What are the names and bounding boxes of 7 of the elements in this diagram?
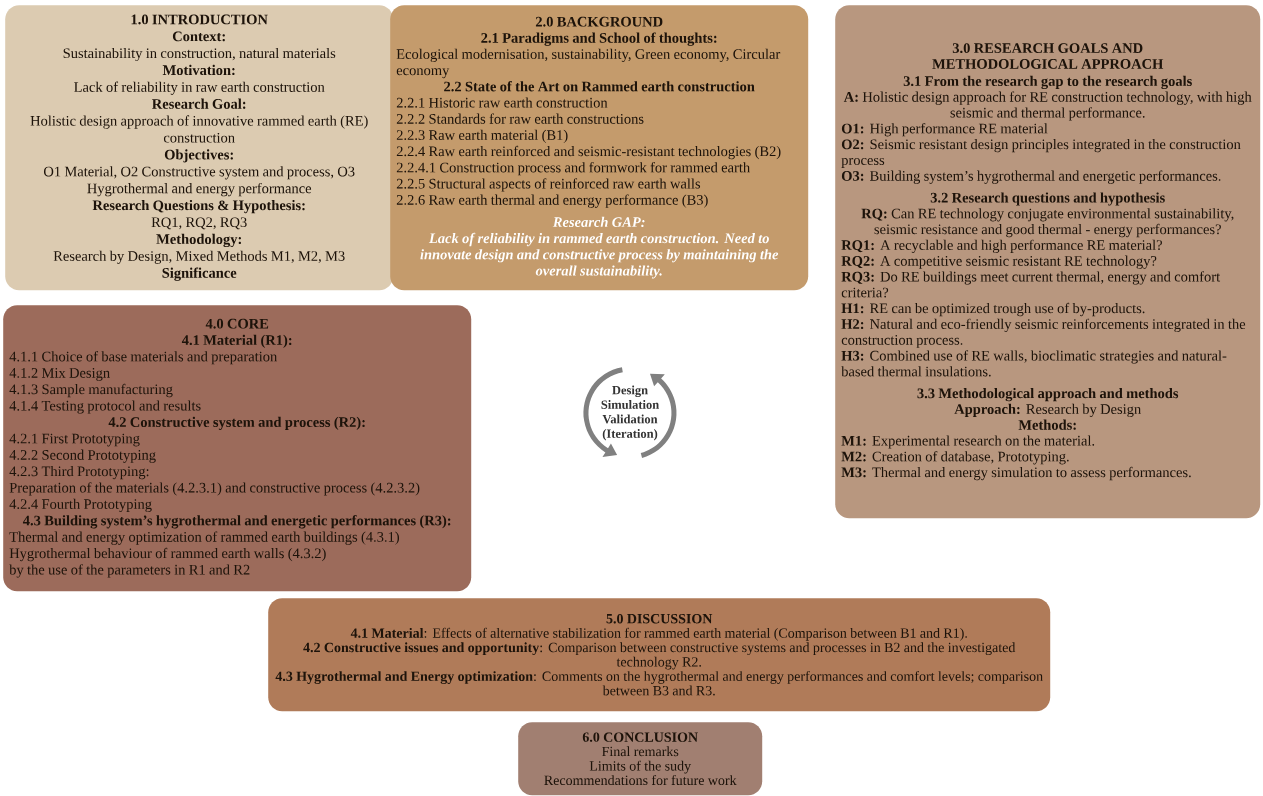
section-box: 5.0 DISCUSSION 4.1 Material: Effects of alternative stabilization for rammed earth material (Comparison between B1 and R1). 4.2 Constructive issues and opportunity: Comparison between constructive systems and processes in B2 and the investigated technology R2. 4.3 Hygrothermal and Energy optimization: Comments on the hygrothermal and energy performances and comfort levels; comparison between B3 and R3. xyxy=(268,598,1051,712)
section-box: 2.0 BACKGROUND 2.1 Paradigms and School of thoughts: Ecological modernisation, sustainability, Green economy, Circular economy 2.2 State of the Art on Rammed earth construction 2.2.1 Historic raw earth construction 2.2.2 Standards for raw earth constructions 2.2.3 Raw earth material (B1) 2.2.4 Raw earth reinforced and seismic-resistant technologies (B2) 2.2.4.1 Construction process and formwork for rammed earth 2.2.5 Structural aspects of reinforced raw earth walls 2.2.6 Raw earth thermal and energy performance (B3) Research GAP: Lack of reliability in rammed earth construction. Need to innovate design and constructive process by maintaining the overall sustainability. xyxy=(390,5,809,291)
section-box: 6.0 CONCLUSION Final remarks Limits of the sudy Recommendations for future work xyxy=(518,722,763,796)
section-box: 4.0 CORE 4.1 Material (R1): 4.1.1 Choice of base materials and preparation 4.1.2 Mix Design 4.1.3 Sample manufacturing 4.1.4 Testing protocol and results 4.2 Constructive system and process (R2): 4.2.1 First Prototyping 4.2.2 Second Prototyping 4.2.3 Third Prototyping: Preparation of the materials (4.2.3.1) and constructive process (4.2.3.2) 4.2.4 Fourth Prototyping 4.3 Building system’s hygrothermal and energetic performances (R3): Thermal and energy optimization of rammed earth buildings (4.3.1) Hygrothermal behaviour of rammed earth walls (4.3.2) by the use of the parameters in R1 and R2 xyxy=(3,305,472,592)
section-box: 1.0 INTRODUCTION Context: Sustainability in construction, natural materials Motivation: Lack of reliability in raw earth construction Research Goal: Holistic design approach of innovative rammed earth (RE) construction Objectives: O1 Material, O2 Constructive system and process, O3 Hygrothermal and energy performance Research Questions & Hypothesis: RQ1, RQ2, RQ3 Methodology: Research by Design, Mixed Methods M1, M2, M3 Significance xyxy=(5,5,394,291)
cycle-label: Design Simulation Validation (Iteration) xyxy=(601,385,659,441)
section-box: 3.0 RESEARCH GOALS AND METHODOLOGICAL APPROACH 3.1 From the research gap to the research goals A: Holistic design approach for RE construction technology, with high seismic and thermal performance. O1: High performance RE material O2: Seismic resistant design principles integrated in the construction process O3: Building system’s hygrothermal and energetic performances. 3.2 Research questions and hypothesis RQ: Can RE technology conjugate environmental sustainability, seismic resistance and good thermal - energy performances? RQ1: A recyclable and high performance RE material? RQ2: A competitive seismic resistant RE technology? RQ3: Do RE buildings meet current thermal, energy and comfort criteria? H1: RE can be optimized trough use of by-products. H2: Natural and eco-friendly seismic reinforcements integrated in the construction process. H3: Combined use of RE walls, bioclimatic strategies and natural-based thermal insulations. 3.3 Methodological approach and methods Approach: Research by Design Methods: M1: Experimental research on the material. M2: Creation of database, Prototyping. M3: Thermal and energy simulation to assess performances. xyxy=(835,5,1261,519)
